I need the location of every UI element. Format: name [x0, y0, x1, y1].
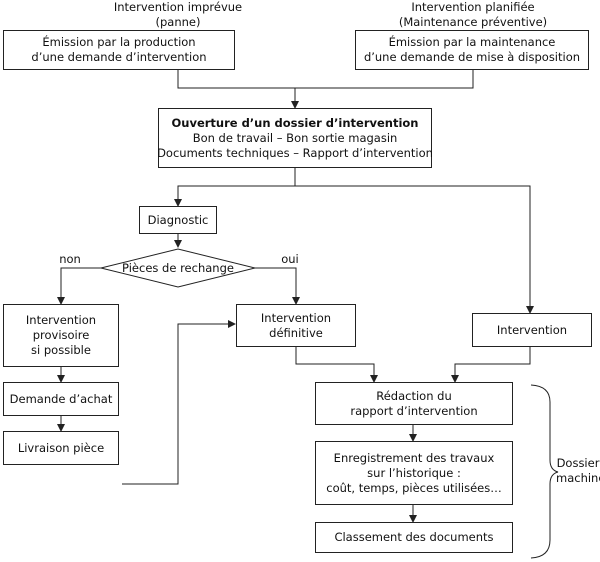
part-delivery-label: Livraison pièce [17, 440, 105, 455]
maintenance-request-line1: Émission par la maintenance [388, 35, 556, 49]
decision-no-label: non [59, 252, 81, 266]
definitive-intervention-line2: définitive [269, 325, 323, 340]
production-request-line1: Émission par la production [42, 35, 196, 49]
intervention-label: Intervention [496, 322, 568, 337]
maintenance-request-line2: d’une demande de mise à disposition [363, 50, 581, 64]
report-writing-line1: Rédaction du [376, 388, 452, 403]
connector-decision-no [57, 267, 101, 305]
report-writing-box: Rédaction du rapport d’intervention [315, 382, 513, 425]
header-unplanned-line1: Intervention imprévue [113, 0, 243, 14]
dossier-opening-title: Ouverture d’un dossier d’intervention [171, 115, 419, 130]
production-request-box: Émission par la production d’une demande… [3, 30, 235, 70]
dossier-opening-line2: Bon de travail – Bon sortie magasin [192, 130, 398, 145]
connector-livraison-to-definitive [122, 320, 236, 485]
diagnostic-label: Diagnostic [147, 212, 209, 227]
document-filing-label: Classement des documents [334, 530, 494, 544]
history-recording-line2: sur l’historique : [367, 465, 461, 480]
machine-file-label: Dossier machine [556, 456, 600, 486]
history-recording-line1: Enregistrement des travaux [333, 450, 495, 465]
decision-diamond [100, 248, 256, 288]
history-recording-line3: coût, temps, pièces utilisées… [326, 480, 502, 495]
provisional-intervention-box: Intervention provisoire si possible [3, 304, 119, 367]
header-planned: Intervention planifiée (Maintenance prév… [343, 0, 600, 30]
machine-file-line2: machine [556, 471, 600, 485]
header-planned-line2: (Maintenance préventive) [398, 15, 548, 29]
header-unplanned-line2: (panne) [155, 15, 201, 29]
provisional-intervention-line3: si possible [31, 343, 91, 357]
connector-dossier-to-diagnostic [174, 168, 296, 207]
part-delivery-box: Livraison pièce [3, 431, 119, 465]
intervention-box: Intervention [472, 313, 592, 347]
dossier-opening-line3: Documents techniques – Rapport d’interve… [157, 145, 433, 160]
decision-yes-label: oui [281, 252, 299, 266]
connector-dossier-to-intervention [295, 185, 534, 314]
connector-definitive-to-redaction [295, 347, 378, 383]
connector-maintenance-to-dossier [295, 70, 474, 89]
document-filing-box: Classement des documents [315, 522, 513, 553]
provisional-intervention-line1: Intervention [25, 313, 97, 327]
provisional-intervention-line2: provisoire [32, 328, 90, 342]
connector-production-to-dossier [177, 70, 299, 109]
decision-label: Pièces de rechange [122, 261, 234, 275]
maintenance-request-box: Émission par la maintenance d’une demand… [355, 30, 589, 70]
report-writing-line2: rapport d’intervention [350, 403, 478, 418]
machine-file-line1: Dossier [556, 456, 600, 470]
history-recording-box: Enregistrement des travaux sur l’histori… [315, 441, 513, 505]
dossier-opening-box: Ouverture d’un dossier d’intervention Bo… [157, 108, 433, 168]
definitive-intervention-box: Intervention définitive [236, 304, 356, 347]
connector-intervention-to-redaction [451, 347, 531, 383]
connector-decision-yes [255, 267, 300, 305]
production-request-line2: d’une demande d’intervention [31, 50, 207, 64]
purchase-request-label: Demande d’achat [9, 391, 113, 406]
definitive-intervention-line1: Intervention [260, 310, 332, 325]
purchase-request-box: Demande d’achat [3, 382, 119, 416]
header-planned-line1: Intervention planifiée [411, 0, 535, 14]
dossier-machine-brace [530, 384, 559, 559]
diagnostic-box: Diagnostic [139, 206, 217, 234]
header-unplanned: Intervention imprévue (panne) [48, 0, 308, 30]
